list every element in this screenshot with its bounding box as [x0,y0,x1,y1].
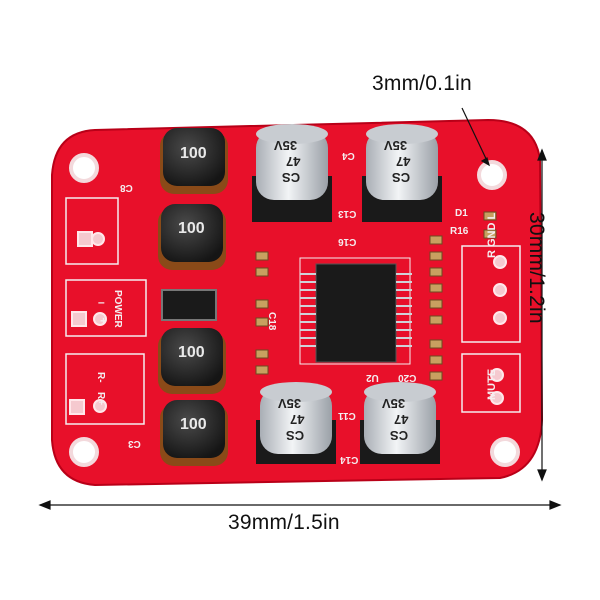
capacitor-value: 47 [286,154,301,169]
label-minus: – [98,295,105,309]
left-terminals [65,197,147,425]
mounting-hole [477,160,507,190]
capacitor-brand: CS [282,170,301,185]
amplifier-ic [299,257,412,365]
rectifier-chip [161,289,217,321]
capacitor-value: 47 [394,412,409,427]
mounting-hole [69,437,99,467]
capacitor-3 [256,382,336,464]
smd-components [255,211,497,381]
dimension-lines [38,107,562,510]
inductor-3 [158,328,226,394]
inductor-marking: 100 [180,416,207,433]
label-d1: D1 [455,208,468,219]
label-r16: R16 [450,226,469,237]
terminal-pads [69,231,107,415]
capacitor-4 [360,382,440,464]
capacitor-brand: CS [390,428,409,443]
right-terminals [461,245,521,413]
inductor-marking: 100 [178,220,205,237]
inductor-2 [158,204,226,270]
label-plus: + [100,314,108,328]
right-pads [490,255,507,405]
inductor-1 [160,128,228,194]
height-annotation: 30mm/1.2in [525,212,548,324]
capacitor-2 [362,124,442,222]
inductor-4 [160,400,228,466]
capacitor-value: 47 [396,154,411,169]
mounting-hole [490,437,520,467]
capacitor-value: 47 [290,412,305,427]
inductor-marking: 100 [178,344,205,361]
mounting-hole [69,153,99,183]
capacitor-voltage: 35V [382,396,406,411]
capacitor-brand: CS [392,170,411,185]
capacitor-brand: CS [286,428,305,443]
capacitor-voltage: 35V [278,396,302,411]
capacitor-voltage: 35V [274,138,298,153]
width-annotation: 39mm/1.5in [228,511,340,534]
capacitor-voltage: 35V [384,138,408,153]
inductor-marking: 100 [180,145,207,162]
capacitor-1 [252,124,332,222]
hole-size-annotation: 3mm/0.1in [372,72,472,95]
